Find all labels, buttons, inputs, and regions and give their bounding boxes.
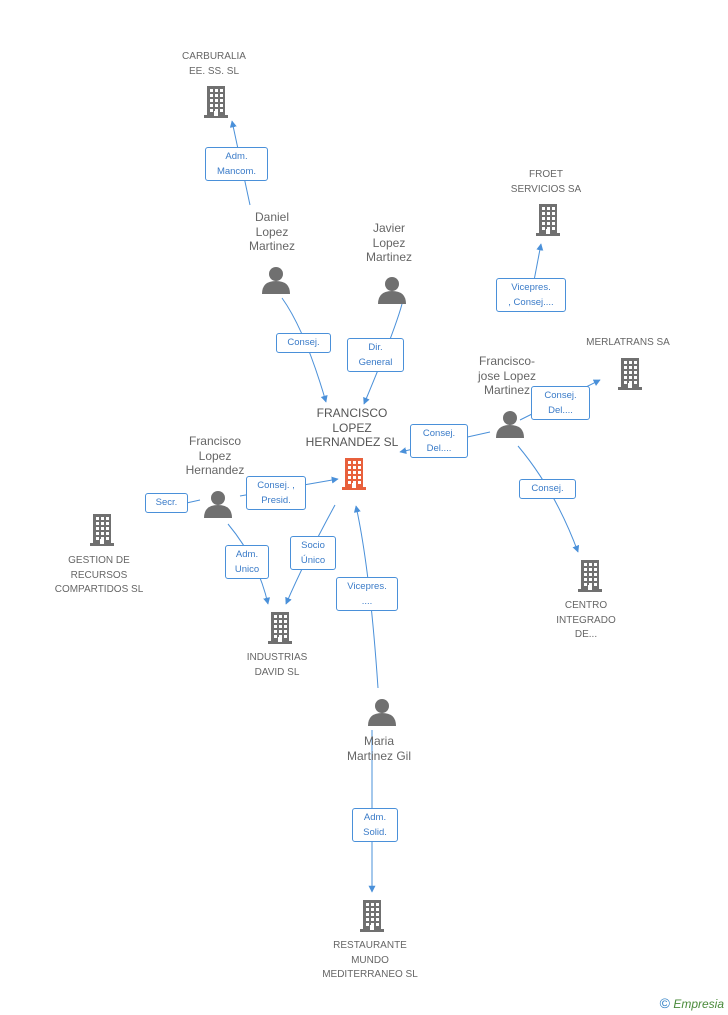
building-icon-main[interactable]	[342, 458, 366, 490]
node-label-daniel[interactable]: Daniel Lopez Martinez	[248, 210, 296, 253]
edge-label-fj-centro[interactable]: Consej.	[519, 479, 576, 499]
copyright-icon: ©	[659, 995, 670, 1011]
person-icon-franciscojose[interactable]	[496, 411, 524, 438]
edge-fj-centro	[517, 445, 580, 553]
node-label-main[interactable]: FRANCISCO LOPEZ HERNANDEZ SL	[305, 406, 399, 449]
building-icon-carburalia[interactable]	[204, 86, 228, 118]
edge-label-fj-main[interactable]: Consej. Del....	[410, 424, 468, 458]
edge-label-main-industrias[interactable]: Socio Único	[290, 536, 336, 570]
edge-label-flh-main[interactable]: Consej. , Presid.	[246, 476, 306, 510]
edge-label-fj-froet[interactable]: Vicepres. , Consej....	[496, 278, 566, 312]
node-label-franciscojose[interactable]: Francisco- jose Lopez Martinez	[477, 354, 537, 397]
brand-name: Empresia	[673, 997, 724, 1011]
building-icon-centro[interactable]	[578, 560, 602, 592]
node-label-froet[interactable]: FROET SERVICIOS SA	[510, 169, 582, 195]
edge-label-flh-industrias[interactable]: Adm. Unico	[225, 545, 269, 579]
node-label-carburalia[interactable]: CARBURALIA EE. SS. SL	[182, 51, 246, 77]
person-icon-maria[interactable]	[368, 699, 396, 726]
node-label-centro[interactable]: CENTRO INTEGRADO DE...	[556, 600, 616, 640]
building-icon-restaurante[interactable]	[360, 900, 384, 932]
node-label-restaurante[interactable]: RESTAURANTE MUNDO MEDITERRANEO SL	[322, 940, 418, 980]
building-icon-froet[interactable]	[536, 204, 560, 236]
building-icon-merlatrans[interactable]	[618, 358, 642, 390]
person-icon-javier[interactable]	[378, 277, 406, 304]
edge-label-daniel-carburalia[interactable]: Adm. Mancom.	[205, 147, 268, 181]
edge-label-maria-restaurante[interactable]: Adm. Solid.	[352, 808, 398, 842]
edge-label-fj-merlatrans[interactable]: Consej. Del....	[531, 386, 590, 420]
edge-label-daniel-main[interactable]: Consej.	[276, 333, 331, 353]
node-label-gestion[interactable]: GESTION DE RECURSOS COMPARTIDOS SL	[54, 555, 144, 595]
brand-footer: © Empresia	[660, 995, 724, 1011]
building-icon-industrias[interactable]	[268, 612, 292, 644]
edge-label-javier-main[interactable]: Dir. General	[347, 338, 404, 372]
node-label-javier[interactable]: Javier Lopez Martinez	[365, 221, 413, 264]
node-label-merlatrans[interactable]: MERLATRANS SA	[586, 337, 670, 348]
person-icon-franciscolh[interactable]	[204, 491, 232, 518]
node-label-franciscolh[interactable]: Francisco Lopez Hernandez	[185, 434, 245, 477]
building-icon-gestion[interactable]	[90, 514, 114, 546]
edge-label-flh-gestion[interactable]: Secr.	[145, 493, 188, 513]
node-label-industrias[interactable]: INDUSTRIAS DAVID SL	[246, 652, 308, 678]
edge-label-maria-main[interactable]: Vicepres. ....	[336, 577, 398, 611]
node-label-maria[interactable]: Maria Martinez Gil	[346, 734, 412, 763]
person-icon-daniel[interactable]	[262, 267, 290, 294]
